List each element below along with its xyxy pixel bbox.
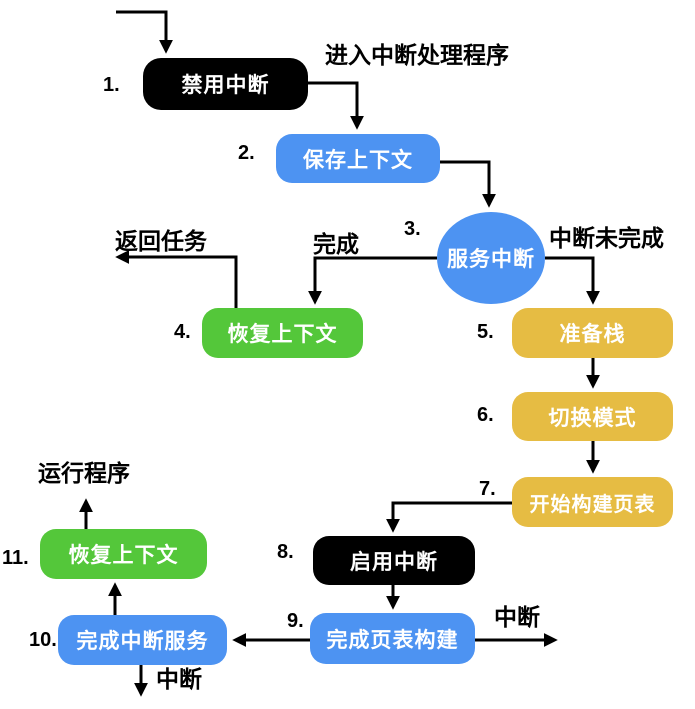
label-interrupt-exit-down: 中断 — [156, 666, 202, 692]
node-finish-page-table-build: 完成页表构建 — [310, 613, 475, 664]
step-number-2: 2. — [238, 142, 255, 164]
edge-2-to-3 — [440, 160, 496, 208]
edge-1-to-2 — [308, 81, 364, 130]
label-run-program: 运行程序 — [38, 460, 130, 486]
step-number-7: 7. — [479, 478, 496, 500]
step-number-9: 9. — [287, 610, 304, 632]
edge-4-to-return-task — [115, 250, 238, 308]
label-done: 完成 — [313, 231, 359, 257]
label-enter-interrupt-handler: 进入中断处理程序 — [325, 42, 509, 68]
node-restore-context: 恢复上下文 — [202, 308, 363, 358]
node-save-context: 保存上下文 — [276, 134, 440, 183]
label-interrupt-not-finished: 中断未完成 — [549, 225, 664, 251]
edge-entry-to-1 — [116, 10, 173, 54]
node-prepare-stack: 准备栈 — [512, 308, 673, 358]
step-number-10: 10. — [29, 629, 57, 651]
edge-7-to-8 — [386, 501, 513, 533]
node-start-page-table-build: 开始构建页表 — [512, 477, 673, 527]
node-enable-interrupts: 启用中断 — [313, 536, 475, 585]
edge-3-to-5-not-finished — [545, 256, 600, 305]
node-disable-interrupts: 禁用中断 — [143, 58, 308, 110]
node-restore-context-2: 恢复上下文 — [40, 529, 207, 579]
step-number-4: 4. — [174, 321, 191, 343]
step-number-6: 6. — [477, 404, 494, 426]
step-number-3: 3. — [404, 218, 421, 240]
label-return-to-task: 返回任务 — [115, 228, 207, 254]
node-finish-interrupt-service: 完成中断服务 — [58, 615, 227, 665]
node-switch-mode: 切换模式 — [512, 392, 673, 441]
step-number-5: 5. — [477, 321, 494, 343]
label-interrupt-exit-right: 中断 — [494, 604, 540, 630]
edge-3-to-4-done — [308, 256, 437, 305]
step-number-11: 11. — [2, 547, 29, 569]
step-number-8: 8. — [277, 541, 294, 563]
step-number-1: 1. — [103, 74, 120, 96]
node-service-interrupt: 服务中断 — [437, 212, 545, 304]
